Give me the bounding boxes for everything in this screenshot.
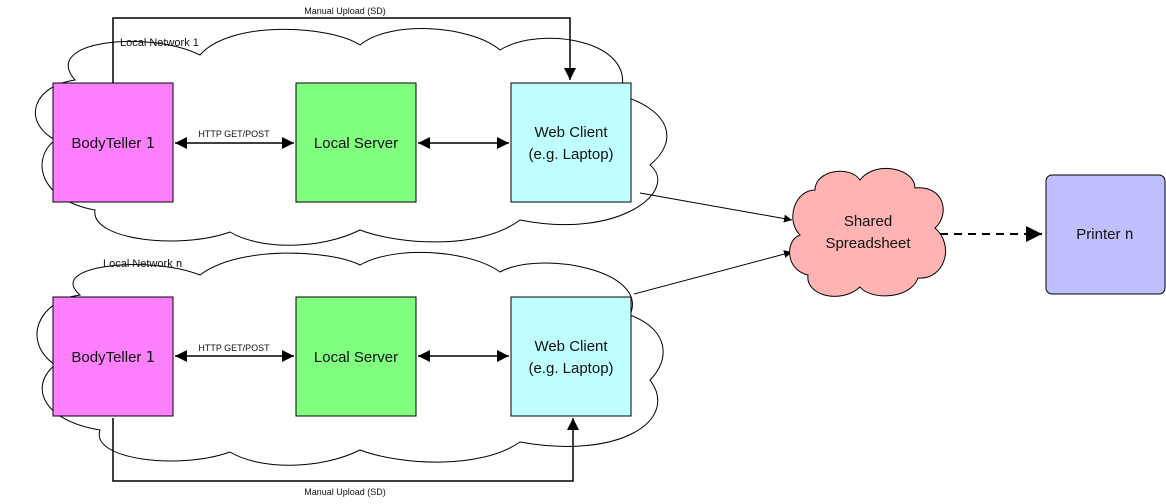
manual-upload-label-1: Manual Upload (SD) xyxy=(304,6,386,16)
local-server-label-1: Local Server xyxy=(314,135,398,152)
web-client-label-n: Web Client xyxy=(534,338,608,355)
spreadsheet-label: Shared xyxy=(844,213,892,230)
network-1: Local Network 1 Manual Upload (SD) BodyT… xyxy=(34,6,668,246)
web-client-box-n xyxy=(510,296,632,417)
client1-to-spreadsheet-arrow xyxy=(639,192,793,223)
web-client-sublabel-1: (e.g. Laptop) xyxy=(528,146,613,163)
web-client-box-1 xyxy=(510,82,632,203)
local-server-box-n xyxy=(295,296,417,417)
manual-upload-label-n: Manual Upload (SD) xyxy=(304,487,386,497)
web-client-label-1: Web Client xyxy=(534,124,608,141)
clientn-to-spreadsheet-arrow xyxy=(633,250,793,295)
printer-box xyxy=(1045,174,1166,295)
web-client-sublabel-n: (e.g. Laptop) xyxy=(528,360,613,377)
http-label-1: HTTP GET/POST xyxy=(198,129,270,139)
local-network-n-label: Local Network n xyxy=(103,257,182,270)
shared-spreadsheet-cloud xyxy=(789,167,946,297)
bodyteller-box-1 xyxy=(52,82,174,203)
local-server-label-n: Local Server xyxy=(314,349,398,366)
http-label-n: HTTP GET/POST xyxy=(198,343,270,353)
manual-upload-arrow-1 xyxy=(112,17,576,83)
bodyteller-label-n: BodyTeller 1 xyxy=(71,348,154,366)
spreadsheet-sublabel: Spreadsheet xyxy=(825,235,911,252)
bodyteller-label-1: BodyTeller 1 xyxy=(71,134,154,152)
bodyteller-box-n xyxy=(52,296,174,417)
local-server-box-1 xyxy=(295,82,417,203)
manual-upload-arrow-n xyxy=(112,418,579,482)
printer-label: Printer n xyxy=(1076,225,1133,243)
network-n: Local Network n Manual Upload (SD) BodyT… xyxy=(36,251,664,497)
local-network-1-label: Local Network 1 xyxy=(120,37,199,49)
